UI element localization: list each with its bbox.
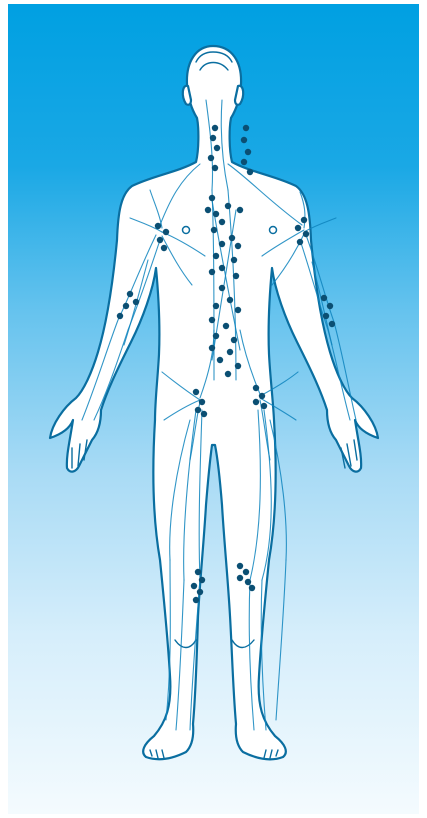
left-nipple — [183, 227, 190, 234]
right-nipple — [270, 227, 277, 234]
body-silhouette — [50, 46, 378, 759]
